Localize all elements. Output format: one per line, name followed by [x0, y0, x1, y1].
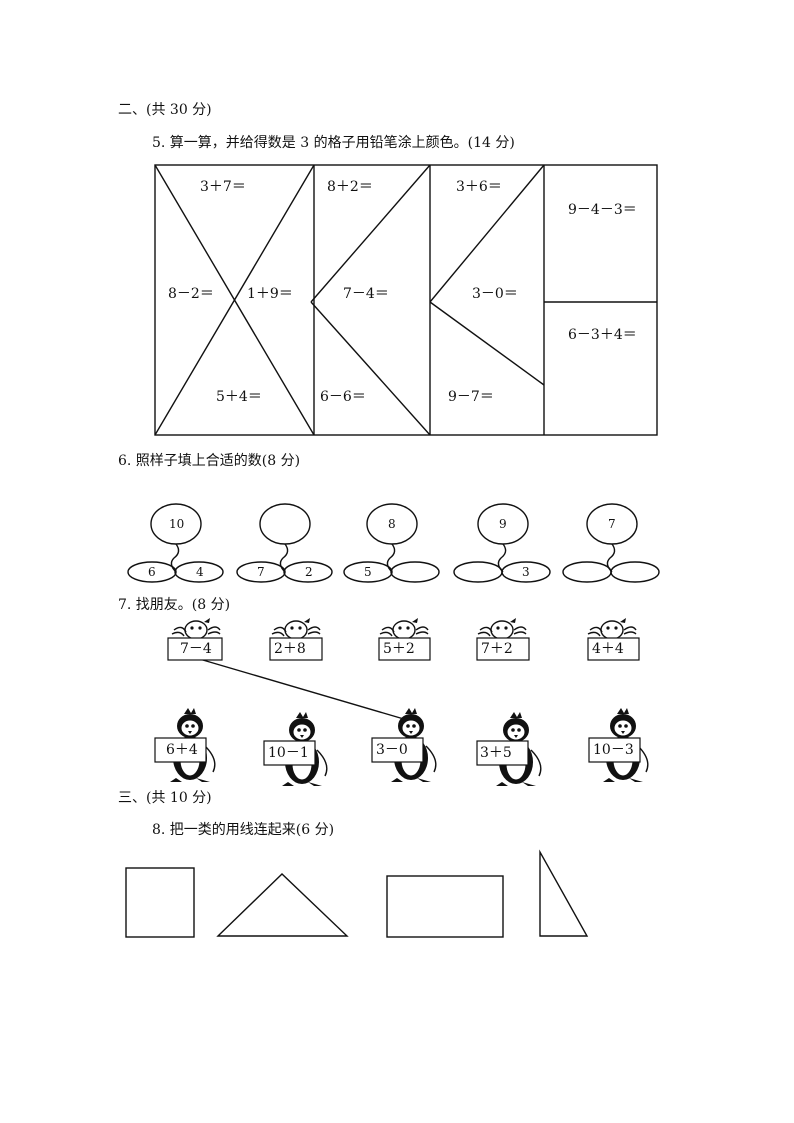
bird-expression[interactable]: 4＋4: [592, 641, 624, 657]
cell-eq[interactable]: 3＋7＝: [200, 179, 246, 195]
cell-eq[interactable]: 3＋6＝: [456, 179, 502, 195]
penguin-expression[interactable]: 3＋5: [480, 745, 512, 761]
flower-top[interactable]: 7: [608, 517, 616, 531]
cell-eq[interactable]: 8＋2＝: [327, 179, 373, 195]
flower-left[interactable]: 7: [257, 565, 265, 579]
penguin-expression[interactable]: 10－3: [593, 742, 634, 758]
flower-right[interactable]: 2: [305, 565, 313, 579]
flower-5: [562, 503, 660, 583]
cell-eq[interactable]: 6－3＋4＝: [568, 327, 637, 343]
square-shape: [125, 867, 195, 938]
penguin-expression[interactable]: 3－0: [376, 742, 408, 758]
section2-heading: 二、(共 30 分): [118, 102, 212, 118]
triangle-shape: [216, 873, 349, 937]
flower-4: [453, 503, 551, 583]
rectangle-shape: [386, 875, 504, 938]
cell-eq[interactable]: 1＋9＝: [247, 286, 293, 302]
q7-title: 7. 找朋友。(8 分): [118, 597, 231, 613]
example-line: [195, 657, 415, 723]
bird-expression[interactable]: 2＋8: [274, 641, 306, 657]
flower-right[interactable]: 4: [196, 565, 204, 579]
flower-right[interactable]: 3: [522, 565, 530, 579]
flower-top[interactable]: 8: [388, 517, 396, 531]
section3-heading: 三、(共 10 分): [118, 790, 212, 806]
flower-top[interactable]: 10: [169, 517, 185, 531]
q6-title: 6. 照样子填上合适的数(8 分): [118, 453, 301, 469]
right-triangle-shape: [539, 849, 589, 937]
cell-eq[interactable]: 3－0＝: [472, 286, 518, 302]
bird-expression[interactable]: 7－4: [180, 641, 212, 657]
flower-2: [236, 503, 333, 583]
q5-title: 5. 算一算，并给得数是 3 的格子用铅笔涂上颜色。(14 分): [152, 135, 515, 151]
cell-eq[interactable]: 9－7＝: [448, 389, 494, 405]
flower-left[interactable]: 5: [364, 565, 372, 579]
flower-top[interactable]: 9: [499, 517, 507, 531]
flower-left[interactable]: 6: [148, 565, 156, 579]
bird-expression[interactable]: 7＋2: [481, 641, 513, 657]
bird-expression[interactable]: 5＋2: [383, 641, 415, 657]
penguin-expression[interactable]: 6＋4: [166, 742, 198, 758]
flower-3: [343, 503, 440, 583]
cell-eq[interactable]: 6－6＝: [320, 389, 366, 405]
penguin-expression[interactable]: 10－1: [268, 745, 309, 761]
cell-eq[interactable]: 7－4＝: [343, 286, 389, 302]
q8-title: 8. 把一类的用线连起来(6 分): [152, 822, 335, 838]
bird-icon: [477, 618, 527, 640]
cell-eq[interactable]: 8－2＝: [168, 286, 214, 302]
cell-eq[interactable]: 9－4－3＝: [568, 202, 637, 218]
flower-1: [127, 503, 224, 583]
cell-eq[interactable]: 5＋4＝: [216, 389, 262, 405]
